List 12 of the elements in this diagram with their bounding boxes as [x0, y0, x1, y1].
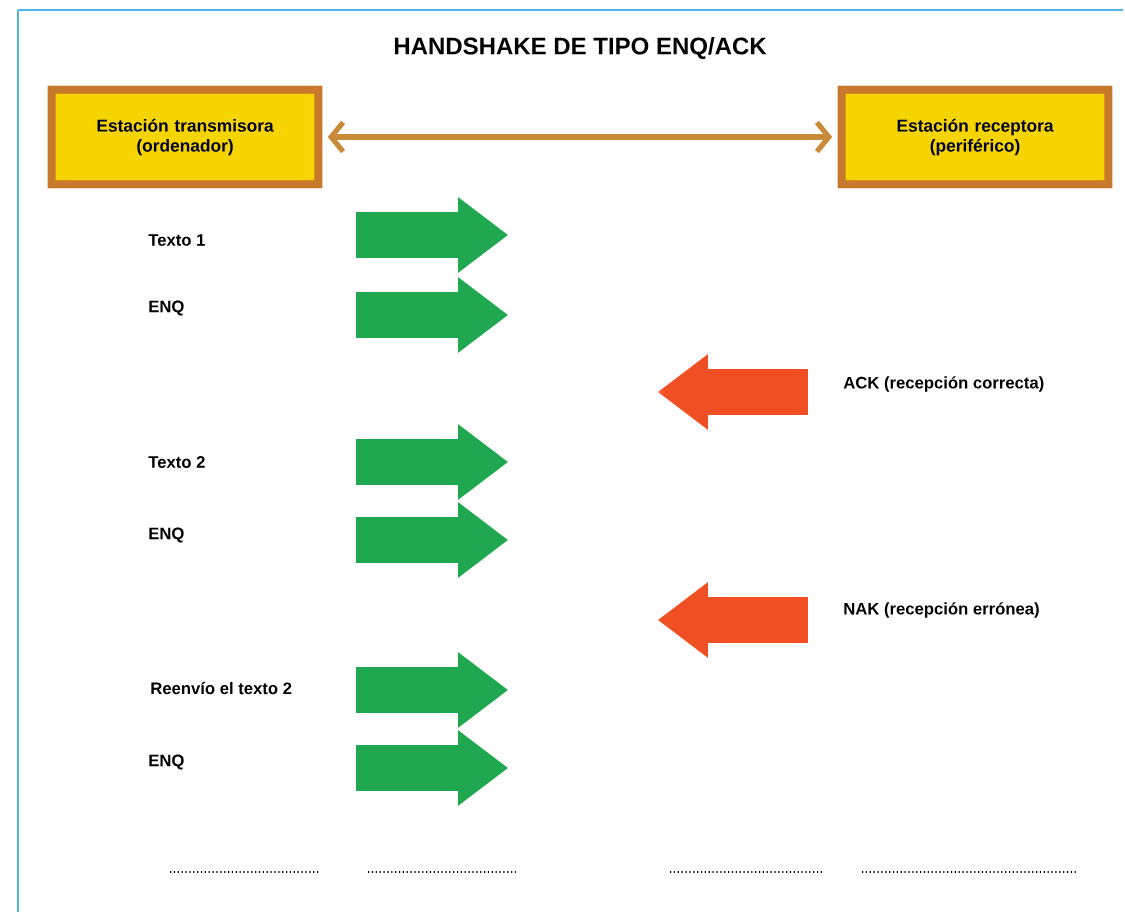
message-label: Reenvío el texto 2	[151, 681, 292, 695]
title: HANDSHAKE DE TIPO ENQ/ACK	[394, 36, 767, 60]
double-arrow	[327, 120, 833, 154]
station-box: Estación receptora (periférico)	[837, 85, 1113, 189]
message-label: Texto 1	[148, 234, 205, 246]
message-label: ENQ	[149, 754, 184, 770]
message-label: Texto 2	[148, 456, 205, 468]
message-label: NAK (recepción errónea)	[844, 602, 1039, 618]
message-label: ACK (recepción correcta)	[843, 376, 1044, 392]
message-label: ENQ	[149, 300, 184, 316]
message-label: ENQ	[149, 527, 184, 543]
station-box: Estación transmisora (ordenador)	[47, 85, 323, 189]
